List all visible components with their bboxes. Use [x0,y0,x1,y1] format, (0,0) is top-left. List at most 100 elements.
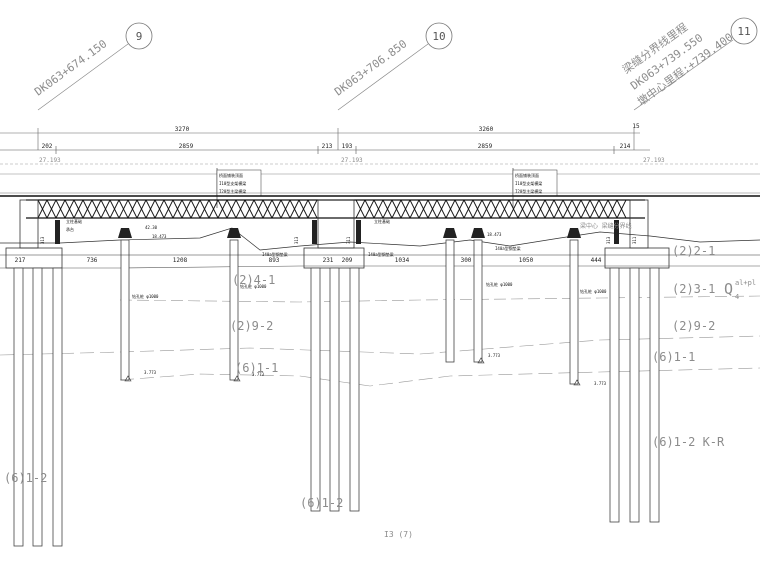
truss-member [400,199,411,219]
span-dimensions [0,128,640,150]
pier-station-label: DK063+674.150 [32,37,109,98]
bottom-dim: 231 [323,257,334,264]
truss-member [517,199,528,219]
bottom-dim: 893 [269,257,280,264]
beam-note-line: I20型主梁横梁 [515,188,542,194]
truss-member [355,199,366,219]
pier-marker-11: 11 梁缝分界线里程 DK063+739.550 墩中心里程:+739.400 [620,17,758,111]
dim-right-2: 2859 [478,143,493,150]
bottom-dim: 300 [461,257,472,264]
dim-left-1: 202 [42,143,53,150]
dim-left-2: 2859 [179,143,194,150]
truss-member [262,199,273,219]
bottom-dim: 217 [15,257,26,264]
truss-member [571,199,582,219]
truss-member [145,199,156,219]
truss-member [163,199,174,219]
truss-member [445,199,456,219]
pile-tip-elev: 3.773 [594,381,607,386]
truss-member [136,199,147,219]
dim-right-3: 214 [620,143,631,150]
bottom-dim: 444 [591,257,602,264]
truss-member [553,199,564,219]
truss-member [37,199,48,219]
pile-tip-elev: 3.773 [144,370,157,375]
pier-caps [5,199,670,269]
beam-note-line: I10型支架横梁 [515,180,542,186]
truss-member [73,199,84,219]
truss-member [472,199,483,219]
sheet-number: I3 (7) [384,530,413,539]
truss-member [253,199,264,219]
stratum-label: (2)3-1 [672,282,715,296]
small-dim: 313 [606,236,611,244]
pile-text: 钻孔桩 φ1000 [580,288,607,294]
truss-member [46,199,57,219]
dim-left-3: 213 [322,143,333,150]
stratum-label: (6)1-1 [235,361,278,375]
stratum-label: (2)2-1 [672,244,715,258]
elevation-label: 27.193 [39,157,61,164]
pile-tip-elev: 3.773 [488,353,501,358]
truss-member [208,199,219,219]
truss-member [217,199,228,219]
ground-elev: 42.30 [145,225,158,230]
truss-member [235,199,246,219]
truss-member [508,199,519,219]
small-dim: 313 [294,236,299,244]
elevation-label: 27.193 [341,157,363,164]
svg-text:4: 4 [735,293,739,301]
truss-member [190,199,201,219]
ground-elev: 18.473 [152,234,167,239]
truss-member [289,199,300,219]
truss-member [181,199,192,219]
truss-member [154,199,165,219]
truss-member [481,199,492,219]
truss-member [364,199,375,219]
truss-member [607,199,618,219]
truss-member [409,199,420,219]
beam-note-line: 桥面铺装顶面 [515,172,539,178]
bottom-dim: 1050 [519,257,534,264]
stratum-label: (6)1-1 [652,350,695,364]
stratum-label: (6)1-2 [300,496,343,510]
truss-member [244,199,255,219]
bottom-dim: 736 [87,257,98,264]
beam-note-left: 桥面铺装顶面 I10型支架横梁 I20型主梁横梁 [216,168,262,208]
bottom-dim: 1208 [173,257,188,264]
svg-text:Q: Q [724,280,733,298]
truss-member [55,199,66,219]
beam-note: I40a型钢垫梁 [262,251,288,257]
truss-member [100,199,111,219]
pier-marker-9: 9 DK063+674.150 [32,22,153,111]
pier-number: 9 [136,30,143,43]
joint-line-note: 梁中心 梁缝分界线 [580,222,632,230]
truss-member [454,199,465,219]
pile-text: 钻孔桩 φ1000 [132,293,159,299]
truss-member [391,199,402,219]
truss-member [373,199,384,219]
span-dim-tail: 15 [632,123,640,130]
piles [13,239,660,547]
truss-member [172,199,183,219]
pile-text: 钻孔桩 φ1000 [240,283,267,289]
truss-member [463,199,474,219]
truss-member [226,199,237,219]
dim-right-1: 193 [342,143,353,150]
support-label: 立柱基础 [66,218,82,224]
truss-member [490,199,501,219]
stratum-label: (6)1-2 [4,471,47,485]
truss-member [199,199,210,219]
truss-member [382,199,393,219]
beam-note: I40a型钢垫梁 [495,245,521,251]
bottom-dim: 1034 [395,257,410,264]
pier-marker-10: 10 DK063+706.850 [332,22,453,111]
stratum-label: (2)9-2 [230,319,273,333]
temporary-supports [55,220,619,244]
stratum-label: (6)1-2 K-R [652,435,725,449]
formation-symbol: Q al+pl 4 [724,279,756,301]
truss-member [616,199,627,219]
deck-truss [37,199,627,219]
small-dim: 313 [40,236,45,244]
